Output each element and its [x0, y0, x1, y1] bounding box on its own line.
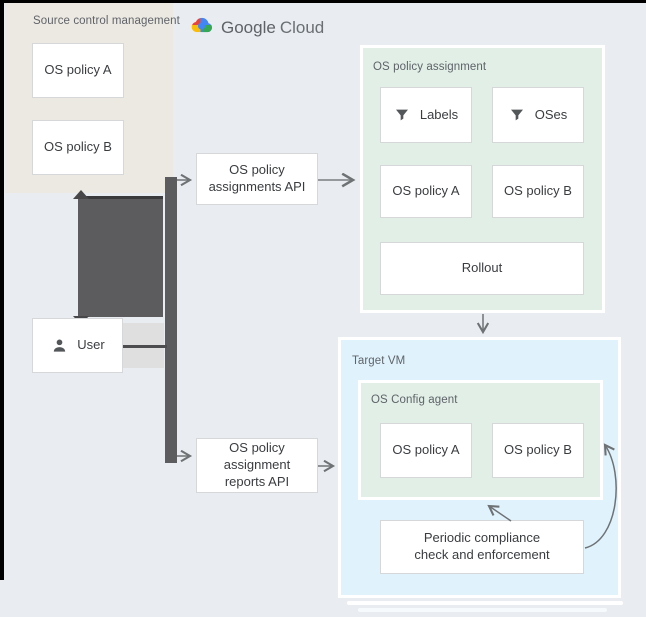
- person-icon: [50, 336, 69, 355]
- vm-stack-bar: [358, 608, 607, 612]
- user-text: User: [77, 337, 105, 353]
- thick-connector-block: [78, 196, 163, 317]
- logo-google-text: Google: [221, 17, 276, 37]
- os-policy-assignments-api-box: OS policy assignments API: [196, 153, 318, 205]
- logo-cloud-text: Cloud: [279, 17, 325, 37]
- thick-connector-vertical-bar: [165, 177, 177, 463]
- top-edge-line: [0, 0, 646, 3]
- assignment-os-policy-a-box: OS policy A: [380, 165, 472, 218]
- agent-os-policy-b-box: OS policy B: [492, 423, 584, 478]
- source-os-policy-a-box: OS policy A: [32, 43, 124, 98]
- vm-stack-bar: [347, 601, 623, 605]
- os-config-agent-label: OS Config agent: [371, 394, 458, 406]
- os-policy-assignment-label: OS policy assignment: [373, 61, 487, 73]
- thick-connector-arrow-up: [73, 190, 89, 199]
- periodic-compliance-box: Periodic compliance check and enforcemen…: [380, 520, 584, 574]
- google-cloud-icon: [189, 15, 214, 40]
- os-policy-assignment-reports-api-box: OS policy assignment reports API: [196, 438, 318, 493]
- source-control-label: Source control management: [33, 15, 180, 27]
- labels-box: Labels: [380, 87, 472, 143]
- assignment-os-policy-b-box: OS policy B: [492, 165, 584, 218]
- left-edge-line: [0, 0, 4, 580]
- labels-text: Labels: [419, 106, 459, 122]
- user-box: User: [32, 318, 123, 373]
- oses-text: OSes: [534, 106, 568, 122]
- user-connector-line: [123, 345, 167, 348]
- target-vm-label: Target VM: [352, 355, 406, 367]
- oses-box: OSes: [492, 87, 584, 143]
- filter-icon: [509, 107, 525, 123]
- rollout-box: Rollout: [380, 242, 584, 295]
- agent-os-policy-a-box: OS policy A: [380, 423, 472, 478]
- source-os-policy-b-box: OS policy B: [32, 120, 124, 175]
- filter-icon: [394, 107, 410, 123]
